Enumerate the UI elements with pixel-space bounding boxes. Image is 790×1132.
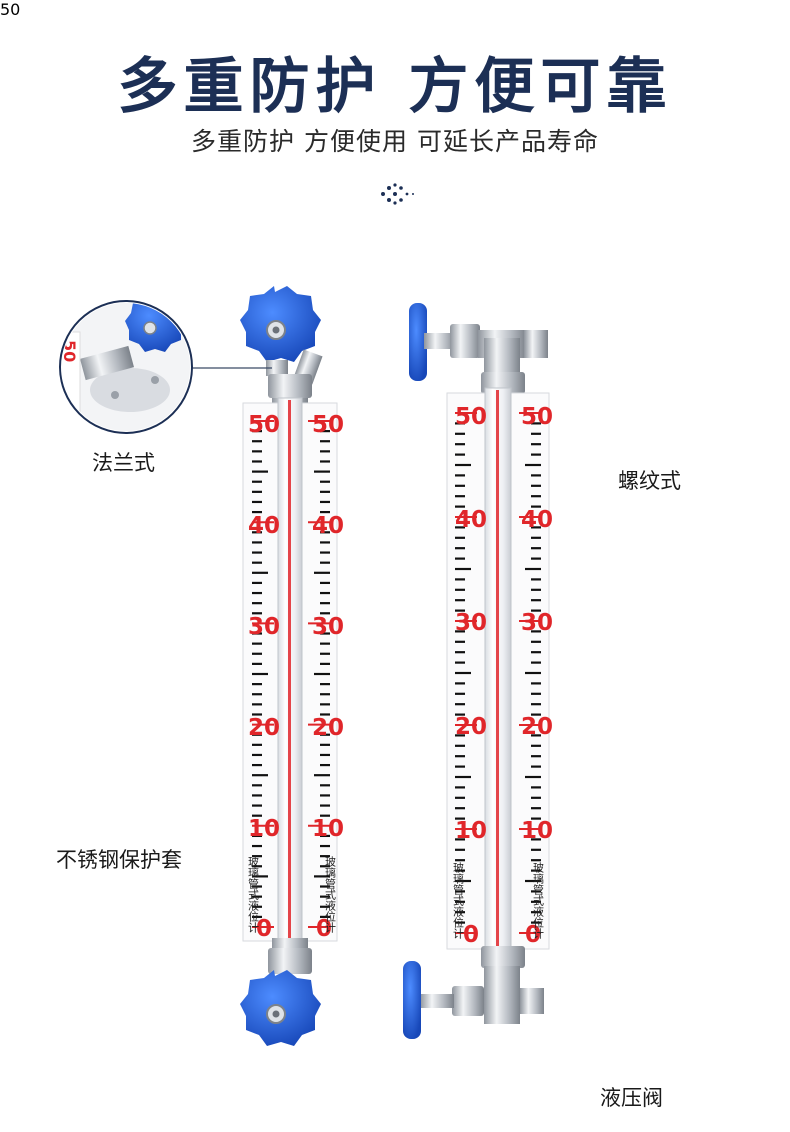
label-sleeve: 不锈钢保护套 xyxy=(56,848,182,872)
left-scale-0-l: 0 xyxy=(256,916,272,942)
left-top-knob xyxy=(240,286,323,385)
right-scale-30-r: 30 xyxy=(521,610,553,636)
right-scale-40-l: 40 xyxy=(455,507,487,533)
left-scale-20-r: 20 xyxy=(312,715,344,741)
label-thread: 螺纹式 xyxy=(618,469,681,493)
left-side-text-l: 玻璃管式液位计 xyxy=(247,856,260,934)
right-scale-ticks xyxy=(455,412,541,934)
left-scale-10-l: 10 xyxy=(248,816,280,842)
right-scale-0-r: 0 xyxy=(525,922,541,948)
left-scale-30-r: 30 xyxy=(312,614,344,640)
right-scale-20-l: 20 xyxy=(455,714,487,740)
callout-thread: 50 xyxy=(0,0,21,19)
right-scale-0-l: 0 xyxy=(463,922,479,948)
page-subtitle: 多重防护 方便使用 可延长产品寿命 xyxy=(191,127,599,156)
left-scale-ticks xyxy=(252,420,330,928)
right-scale-50-l: 50 xyxy=(455,404,487,430)
left-bottom-knob xyxy=(240,970,321,1046)
left-scale-30-l: 30 xyxy=(248,614,280,640)
right-scale-30-l: 30 xyxy=(455,610,487,636)
right-scale-10-l: 10 xyxy=(455,818,487,844)
label-valve: 液压阀 xyxy=(600,1086,663,1110)
right-side-text-r: 玻璃管式液位计 xyxy=(532,862,545,940)
callout-flange: 50 xyxy=(59,300,272,434)
left-gauge: 50 50 40 40 30 30 20 20 10 10 0 0 玻璃管式液位… xyxy=(240,286,344,1046)
right-gauge: 50 50 40 40 30 30 20 20 10 10 0 0 玻璃管式液位… xyxy=(403,303,553,1039)
left-scale-20-l: 20 xyxy=(248,715,280,741)
left-side-text-r: 玻璃管式液位计 xyxy=(324,856,337,934)
left-scale-40-r: 40 xyxy=(312,513,344,539)
right-scale-40-r: 40 xyxy=(521,507,553,533)
right-top-handwheel xyxy=(409,303,548,384)
left-scale-50-l: 50 xyxy=(248,412,280,438)
right-bottom-handwheel xyxy=(403,961,544,1039)
left-scale-40-l: 40 xyxy=(248,513,280,539)
left-scale-10-r: 10 xyxy=(312,816,344,842)
left-scale-50-r: 50 xyxy=(312,412,344,438)
right-scale-20-r: 20 xyxy=(521,714,553,740)
page-title: 多重防护 方便可靠 xyxy=(117,52,673,122)
label-flange: 法兰式 xyxy=(92,451,155,475)
right-scale-50-r: 50 xyxy=(521,404,553,430)
right-scale-10-r: 10 xyxy=(521,818,553,844)
decorative-dots xyxy=(381,183,414,205)
right-side-text-l: 玻璃管式液位计 xyxy=(452,862,465,940)
svg-text:50: 50 xyxy=(60,340,79,362)
left-scale-0-r: 0 xyxy=(316,916,332,942)
